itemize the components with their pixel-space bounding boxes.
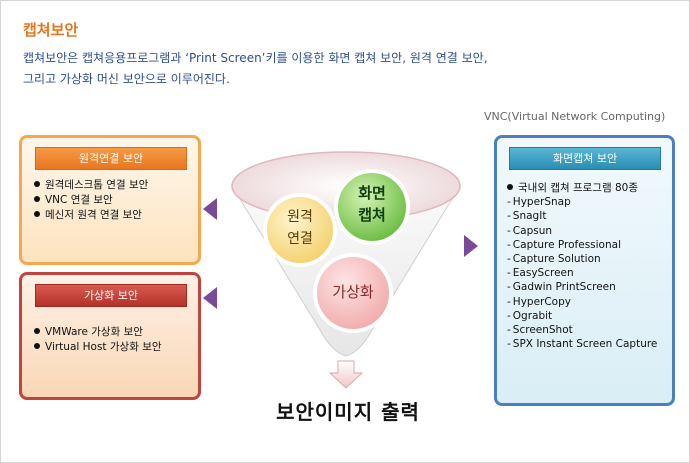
list-item: -HyperCopy (507, 295, 571, 308)
list-item: -HyperSnap (507, 196, 571, 209)
list-item: -Ograbit (507, 309, 553, 322)
list-item: 원격데스크톱 연결 보안 (34, 178, 148, 193)
virtualization-list: VMWare 가상화 보안 Virtual Host 가상화 보안 (34, 325, 162, 355)
bullet-icon (507, 184, 513, 190)
circle-capture-label: 화면 캡쳐 (358, 184, 386, 224)
remote-connection-panel: 원격연결 보안 원격데스크톱 연결 보안 VNC 연결 보안 메신저 원격 연결… (19, 135, 201, 265)
list-item: 메신저 원격 연결 보안 (34, 208, 148, 223)
bullet-icon (34, 343, 40, 349)
description: 캡쳐보안은 캡쳐응용프로그램과 ‘Print Screen’키를 이용한 화면 … (23, 48, 488, 90)
arrow-right-icon (464, 235, 478, 257)
remote-connection-list: 원격데스크톱 연결 보안 VNC 연결 보안 메신저 원격 연결 보안 (34, 178, 148, 223)
list-item: -Capture Solution (507, 253, 601, 266)
list-item: Virtual Host 가상화 보안 (34, 340, 162, 355)
list-item: -Gadwin PrintScreen (507, 281, 616, 294)
screen-capture-panel: 화면캡쳐 보안 국내외 캡쳐 프로그램 80종 -HyperSnap -Snag… (494, 135, 675, 406)
page-title: 캡쳐보안 (23, 21, 79, 39)
description-line-2: 그리고 가상화 머신 보안으로 이루어진다. (23, 72, 230, 86)
description-line-1: 캡쳐보안은 캡쳐응용프로그램과 ‘Print Screen’키를 이용한 화면 … (23, 51, 488, 65)
virtualization-header: 가상화 보안 (35, 284, 187, 307)
output-label: 보안이미지 출력 (276, 400, 420, 424)
list-item: -SnagIt (507, 210, 547, 223)
list-item: -Capture Professional (507, 238, 621, 251)
bullet-icon (34, 181, 40, 187)
screen-capture-list: 국내외 캡쳐 프로그램 80종 -HyperSnap -SnagIt -Caps… (507, 181, 657, 351)
screen-capture-header: 화면캡쳐 보안 (509, 147, 661, 170)
vnc-label: VNC(Virtual Network Computing) (484, 110, 666, 123)
list-item: VMWare 가상화 보안 (34, 325, 162, 340)
circle-virtual-label: 가상화 (332, 283, 374, 301)
virtualization-panel: 가상화 보안 VMWare 가상화 보안 Virtual Host 가상화 보안 (19, 272, 201, 400)
list-item: -Capsun (507, 224, 553, 237)
list-item: -SPX Instant Screen Capture (507, 338, 658, 351)
list-item: VNC 연결 보안 (34, 193, 148, 208)
bullet-icon (34, 328, 40, 334)
arrow-left-icon (203, 287, 217, 309)
list-item: -ScreenShot (507, 324, 573, 337)
list-item-lead: 국내외 캡쳐 프로그램 80종 (507, 181, 657, 195)
bullet-icon (34, 211, 40, 217)
circle-remote-label: 원격 연결 (287, 209, 313, 247)
remote-connection-header: 원격연결 보안 (35, 147, 187, 170)
list-item: -EasyScreen (507, 267, 574, 280)
arrow-left-icon (203, 198, 217, 220)
bullet-icon (34, 196, 40, 202)
